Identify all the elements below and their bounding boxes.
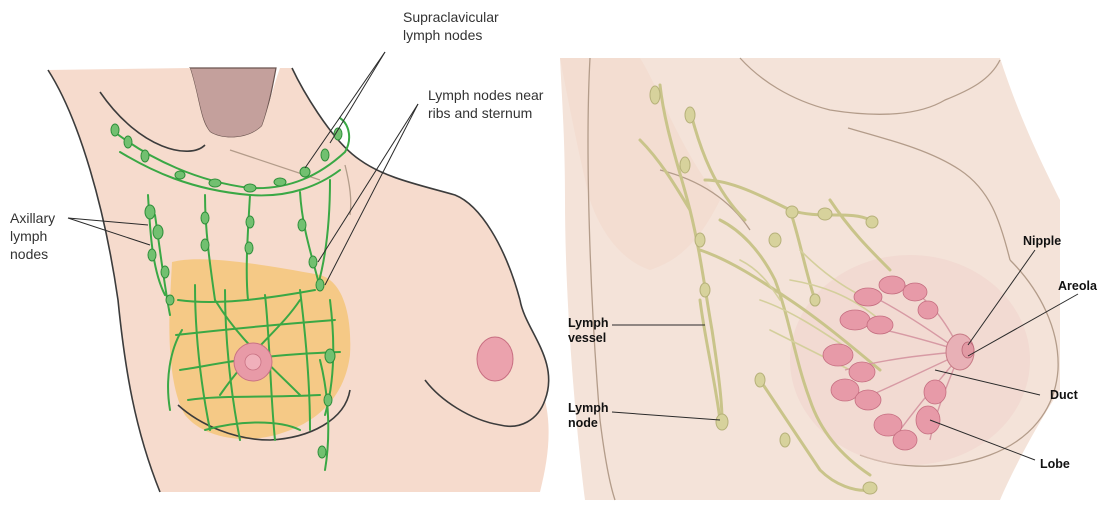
nipple-right-side [477, 337, 513, 381]
label-axillary-2: lymph [10, 228, 47, 244]
label-areola: Areola [1058, 279, 1098, 293]
label-duct: Duct [1050, 388, 1079, 402]
label-axillary-3: nodes [10, 246, 48, 262]
label-lymph-node-1: Lymph [568, 401, 609, 415]
label-axillary-1: Axillary [10, 210, 55, 226]
label-lymph-vessel-1: Lymph [568, 316, 609, 330]
label-near-ribs-1: Lymph nodes near [428, 87, 544, 103]
label-supraclavicular-1: Supraclavicular [403, 9, 499, 25]
label-lymph-node-2: node [568, 416, 598, 430]
label-lobe: Lobe [1040, 457, 1070, 471]
label-lymph-vessel-2: vessel [568, 331, 606, 345]
label-near-ribs-2: ribs and sternum [428, 105, 532, 121]
nipple-left-diagram [245, 354, 261, 370]
leader-supraclavicular-2 [330, 52, 385, 143]
right-panel-breast-anatomy: Nipple Areola Lymph vessel Duct Lymph no… [560, 58, 1098, 500]
label-nipple: Nipple [1023, 234, 1061, 248]
label-supraclavicular-2: lymph nodes [403, 27, 482, 43]
left-panel-breast-lymph-nodes: Supraclavicular lymph nodes Lymph nodes … [10, 9, 549, 492]
